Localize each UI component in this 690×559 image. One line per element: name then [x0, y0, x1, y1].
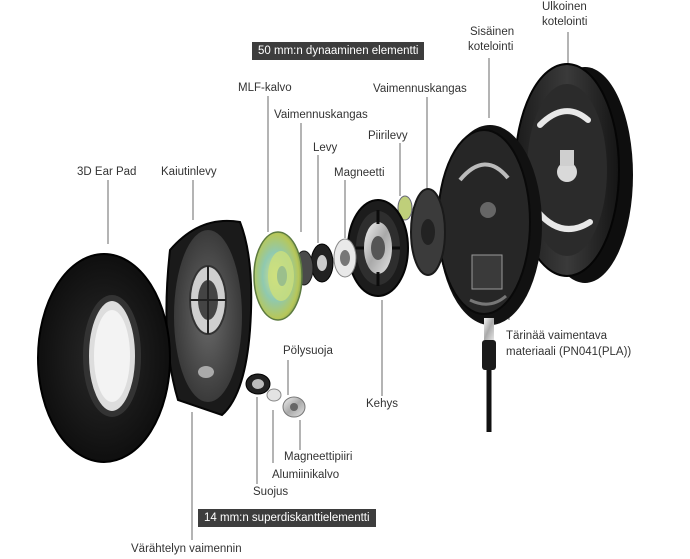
speaker-plate-shape — [165, 219, 253, 417]
frame-shape — [347, 199, 409, 297]
dust-cover-label: Pölysuoja — [283, 345, 333, 357]
circuit-board-shape — [397, 195, 413, 221]
circuit-board-label: Piirilevy — [368, 130, 408, 142]
magnet-shape — [333, 238, 357, 278]
mlf-diaphragm-shape — [253, 231, 303, 321]
inner-housing-label-line2: kotelointi — [468, 41, 514, 53]
cable-shape — [482, 318, 496, 432]
outer-housing-shape — [514, 63, 633, 283]
cover-label: Suojus — [253, 486, 289, 498]
inner-housing-shape — [437, 125, 542, 325]
plate-shape — [310, 243, 334, 283]
magnet-label: Magneetti — [334, 167, 385, 179]
damping-cloth-label-2: Vaimennuskangas — [373, 83, 467, 95]
damping-cloth-disc — [410, 188, 446, 276]
inner-housing-label-line1: Sisäinen — [470, 26, 515, 38]
ear-pad-shape — [37, 253, 171, 463]
driver-50mm-header: 50 mm:n dynaaminen elementti — [252, 42, 425, 60]
ear-pad-label: 3D Ear Pad — [77, 166, 137, 178]
outer-housing-label-line2: kotelointi — [542, 16, 588, 28]
mlf-diaphragm-label: MLF-kalvo — [238, 82, 292, 94]
speaker-plate-label: Kaiutinlevy — [161, 166, 217, 178]
damping-cloth-label-1: Vaimennuskangas — [274, 109, 368, 121]
magnetic-circuit-label: Magneettipiiri — [284, 451, 353, 463]
outer-housing-label-line1: Ulkoinen — [542, 1, 587, 13]
vibration-damper-label: Värähtelyn vaimennin — [131, 543, 242, 555]
damping-material-label-line1: Tärinää vaimentava — [506, 330, 607, 342]
plate-label: Levy — [313, 142, 338, 154]
aluminium-diaphragm-label: Alumiinikalvo — [272, 469, 340, 481]
frame-label: Kehys — [366, 398, 398, 410]
damping-material-label-line2: materiaali (PN041(PLA)) — [506, 346, 632, 358]
tweeter-parts — [245, 373, 306, 418]
tweeter-14mm-header: 14 mm:n superdiskanttielementti — [198, 509, 376, 527]
